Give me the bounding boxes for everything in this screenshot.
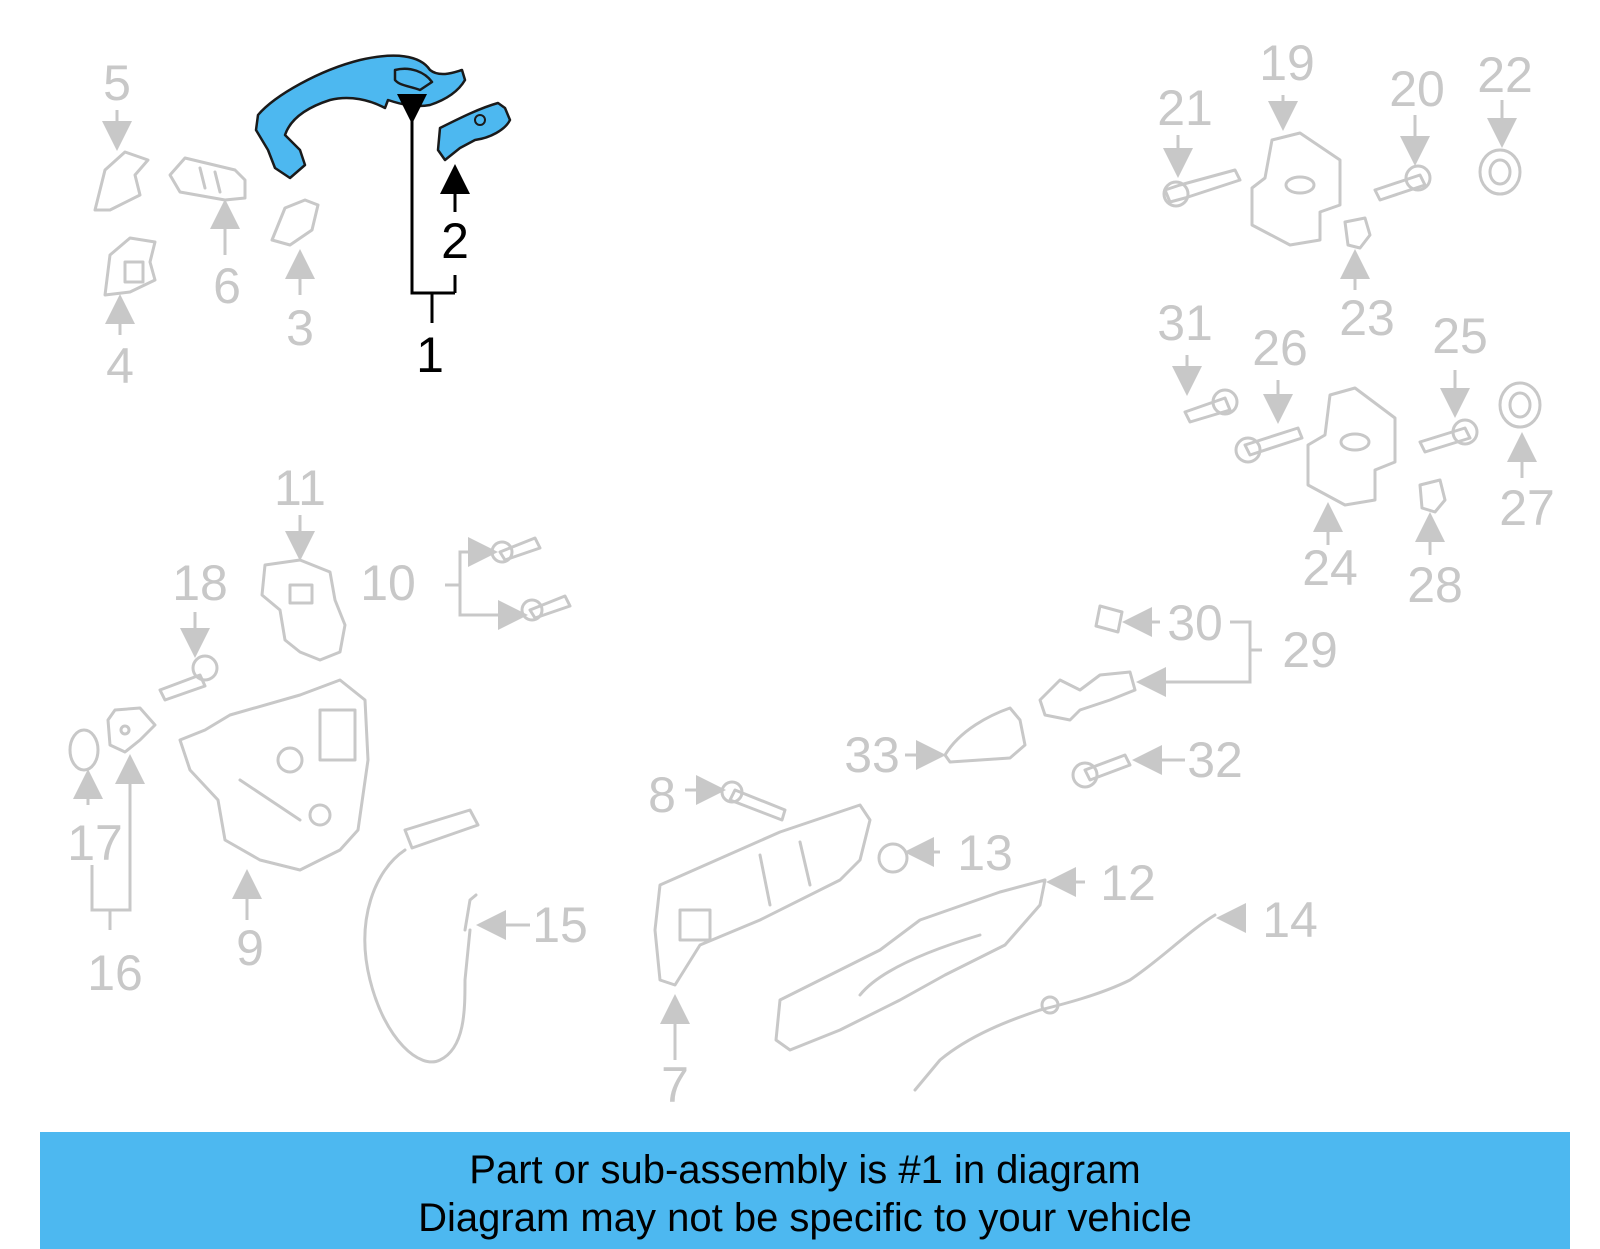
banner-line-1: Part or sub-assembly is #1 in diagram bbox=[469, 1148, 1141, 1192]
callout-10[interactable]: 10 bbox=[360, 555, 416, 611]
hinge-lower-part-24[interactable] bbox=[1306, 386, 1397, 507]
plate-part-16[interactable] bbox=[106, 706, 157, 754]
callout-32[interactable]: 32 bbox=[1187, 732, 1243, 788]
callout-33[interactable]: 33 bbox=[844, 727, 900, 783]
door-lock-part-9[interactable] bbox=[178, 678, 370, 872]
banner-line-2: Diagram may not be specific to your vehi… bbox=[418, 1196, 1192, 1240]
callout-4[interactable]: 4 bbox=[106, 338, 134, 394]
striker-part-29[interactable] bbox=[1038, 670, 1137, 722]
parts-diagram: 1 2 3 4 5 6 7 8 9 10 11 12 13 14 15 16 1… bbox=[67, 35, 1555, 1113]
bezel-part-4[interactable] bbox=[103, 236, 157, 297]
callout-26[interactable]: 26 bbox=[1252, 320, 1308, 376]
callout-8[interactable]: 8 bbox=[648, 767, 676, 823]
pad-part-17[interactable] bbox=[68, 728, 100, 772]
cable-part-15[interactable] bbox=[363, 808, 480, 1064]
screw-part-18[interactable] bbox=[158, 654, 219, 702]
bolt-part-21[interactable] bbox=[1162, 168, 1242, 208]
callout-15[interactable]: 15 bbox=[532, 897, 588, 953]
pad-part-30[interactable] bbox=[1094, 604, 1124, 634]
bolt-part-31[interactable] bbox=[1183, 388, 1239, 424]
grommet-part-13[interactable] bbox=[877, 842, 909, 874]
callout-29[interactable]: 29 bbox=[1282, 622, 1338, 678]
bezel-part-5[interactable] bbox=[93, 150, 150, 212]
screw-part-10b[interactable] bbox=[520, 594, 572, 622]
hinge-upper-part-19[interactable] bbox=[1250, 131, 1342, 247]
callout-30[interactable]: 30 bbox=[1167, 595, 1223, 651]
screw-part-8[interactable] bbox=[720, 780, 787, 822]
cover-part-33[interactable] bbox=[943, 706, 1027, 764]
callout-19[interactable]: 19 bbox=[1259, 35, 1315, 91]
handle-cover-part[interactable] bbox=[436, 101, 512, 162]
cable-part-14[interactable] bbox=[913, 913, 1217, 1092]
bushing-part-27[interactable] bbox=[1498, 381, 1542, 429]
callout-14[interactable]: 14 bbox=[1262, 892, 1318, 948]
outside-handle-part[interactable] bbox=[254, 54, 467, 180]
bolt-part-32[interactable] bbox=[1071, 753, 1132, 789]
callout-20[interactable]: 20 bbox=[1389, 61, 1445, 117]
callout-1[interactable]: 1 bbox=[416, 327, 444, 383]
bushing-part-23[interactable] bbox=[1343, 216, 1372, 250]
bushing-part-28[interactable] bbox=[1418, 478, 1447, 514]
bracket-part-11[interactable] bbox=[260, 558, 347, 662]
callout-17[interactable]: 17 bbox=[67, 815, 123, 871]
callout-9[interactable]: 9 bbox=[236, 920, 264, 976]
callout-23[interactable]: 23 bbox=[1339, 290, 1395, 346]
callout-27[interactable]: 27 bbox=[1499, 480, 1555, 536]
callout-3[interactable]: 3 bbox=[286, 300, 314, 356]
callout-2[interactable]: 2 bbox=[441, 213, 469, 269]
callout-12[interactable]: 12 bbox=[1100, 855, 1156, 911]
callout-31[interactable]: 31 bbox=[1157, 295, 1213, 351]
callout-7[interactable]: 7 bbox=[661, 1057, 689, 1113]
callout-24[interactable]: 24 bbox=[1302, 540, 1358, 596]
lock-cylinder-part-6[interactable] bbox=[168, 156, 247, 202]
callout-21[interactable]: 21 bbox=[1157, 80, 1213, 136]
inside-handle-part-12[interactable] bbox=[774, 878, 1047, 1052]
bushing-part-22[interactable] bbox=[1478, 148, 1522, 196]
info-banner: Part or sub-assembly is #1 in diagram Di… bbox=[40, 1132, 1570, 1249]
screw-part-10a[interactable] bbox=[490, 536, 542, 564]
callout-6[interactable]: 6 bbox=[213, 258, 241, 314]
gasket-part-3[interactable] bbox=[270, 198, 320, 247]
bolt-part-26[interactable] bbox=[1234, 426, 1304, 464]
callout-16[interactable]: 16 bbox=[87, 945, 143, 1001]
callout-22[interactable]: 22 bbox=[1477, 47, 1533, 103]
bolt-part-20[interactable] bbox=[1373, 164, 1432, 202]
callout-13[interactable]: 13 bbox=[957, 825, 1013, 881]
callout-18[interactable]: 18 bbox=[172, 555, 228, 611]
bolt-part-25[interactable] bbox=[1418, 418, 1479, 454]
callout-25[interactable]: 25 bbox=[1432, 308, 1488, 364]
callout-11[interactable]: 11 bbox=[274, 460, 326, 516]
handle-carrier-part-7[interactable] bbox=[653, 803, 872, 987]
callout-28[interactable]: 28 bbox=[1407, 557, 1463, 613]
callout-5[interactable]: 5 bbox=[103, 55, 131, 111]
